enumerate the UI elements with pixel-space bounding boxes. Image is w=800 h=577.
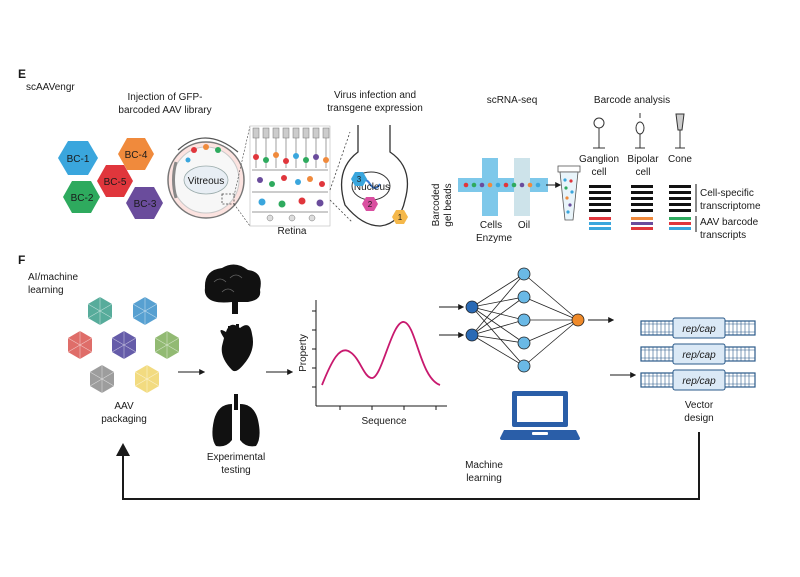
step-2-label: 2 (368, 200, 373, 209)
nn-hidden-node (517, 359, 531, 373)
step-1-hex (392, 210, 408, 224)
nucleus-label: Nucleus (354, 182, 390, 193)
step-1-label: 1 (398, 213, 403, 222)
step-3-hex (351, 172, 367, 186)
panel-e-title: scAAVengr (26, 82, 75, 93)
vector-label: rep/cap (682, 376, 716, 387)
vector-label: rep/cap (682, 324, 716, 335)
virus-label-1: Virus infection and (334, 90, 416, 101)
vector-design-label-1: Vector (685, 400, 714, 411)
barcode-hex-1 (58, 141, 98, 175)
capsid-hexagon (111, 331, 137, 359)
transcriptome-label-2: transcriptome (700, 201, 761, 212)
step-2-hex (362, 197, 378, 211)
feedback-arrowhead (116, 443, 130, 456)
panel-f-title-2: learning (28, 285, 64, 296)
injection-label-2: barcoded AAV library (118, 105, 211, 116)
cell-type-2: Bipolar (627, 154, 659, 165)
aav-label-2: packaging (101, 414, 147, 425)
tube-icon (557, 165, 581, 221)
barcode-label: BC-5 (104, 177, 127, 188)
bipolar-cell-icon (635, 113, 645, 149)
nn-input-node (465, 328, 479, 342)
enzyme-label: Enzyme (476, 233, 513, 244)
laptop-icon (500, 391, 580, 440)
panel-f-title-1: AI/machine (28, 272, 78, 283)
oil-label: Oil (518, 220, 530, 231)
property-plot (312, 300, 447, 410)
barcode-hex-3 (126, 187, 163, 219)
cells-label: Cells (480, 220, 502, 231)
retina-label: Retina (278, 226, 307, 237)
barcode-hex-5 (97, 165, 133, 197)
feedback-loop-line (122, 432, 700, 500)
barcode-hex-4 (118, 138, 154, 170)
plot-ylabel: Property (298, 334, 309, 372)
plasmid (640, 317, 756, 339)
barcode-label: BC-3 (134, 199, 157, 210)
cone-icon (675, 113, 685, 149)
vector-label: rep/cap (682, 350, 716, 361)
barcode-label: BC-2 (71, 193, 94, 204)
aav-capsids (67, 297, 180, 393)
virus-label-2: transgene expression (327, 103, 423, 114)
testing-label-1: Experimental (207, 452, 265, 463)
property-curve (321, 321, 441, 386)
ganglion-cell-icon (593, 117, 605, 149)
vector-design-label-2: design (684, 413, 713, 424)
cell-type-2b: cell (635, 167, 650, 178)
barcode-hexagons: BC-1 BC-4 BC-5 BC-2 BC-3 (58, 138, 163, 219)
capsid-hexagon (89, 365, 115, 393)
plasmid (640, 343, 756, 365)
aav-barcode-label-1: AAV barcode (700, 217, 759, 228)
beads-label-2: gel beads (443, 183, 454, 226)
nn-hidden-node (517, 267, 531, 281)
ml-label-2: learning (466, 473, 502, 484)
capsid-hexagon (134, 365, 160, 393)
barcode-hex-2 (63, 181, 100, 213)
testing-label-2: testing (221, 465, 250, 476)
vitreous-label: Vitreous (188, 176, 225, 187)
plasmid (640, 369, 756, 391)
capsid-hexagon (132, 297, 158, 325)
barcode-label: BC-4 (125, 150, 148, 161)
transcript-bars (589, 184, 697, 232)
cell-type-3: Cone (668, 154, 692, 165)
nn-hidden-node (517, 336, 531, 350)
aav-barcode-label-2: transcripts (700, 230, 746, 241)
panel-e-letter: E (18, 67, 26, 81)
neural-network (465, 267, 585, 373)
aav-label-1: AAV (114, 401, 134, 412)
vector-plasmids (640, 317, 756, 391)
injection-label-1: Injection of GFP- (127, 92, 202, 103)
panel-f-letter: F (18, 253, 25, 267)
brain-icon (204, 264, 261, 314)
cell-type-1: Ganglion (579, 154, 619, 165)
heart-icon (220, 324, 253, 372)
beads-label-1: Barcoded (431, 184, 442, 227)
nn-output-node (571, 313, 585, 327)
ml-label-1: Machine (465, 460, 503, 471)
transcriptome-label-1: Cell-specific (700, 188, 754, 199)
barcode-analysis-label: Barcode analysis (594, 95, 670, 106)
nn-input-node (465, 300, 479, 314)
zoom-line (329, 199, 353, 223)
step-3-label: 3 (357, 175, 362, 184)
cell-type-1b: cell (591, 167, 606, 178)
retina-icon (249, 125, 331, 227)
eye-icon: Vitreous (167, 125, 251, 227)
scrna-label: scRNA-seq (487, 95, 538, 106)
plot-xlabel: Sequence (361, 416, 406, 427)
capsid-hexagon (154, 331, 180, 359)
capsid-hexagon (67, 331, 93, 359)
microfluidic-chip (458, 158, 548, 216)
lungs-icon (212, 394, 260, 447)
nn-hidden-node (517, 290, 531, 304)
capsid-hexagon (87, 297, 113, 325)
nn-hidden-node (517, 313, 531, 327)
barcode-label: BC-1 (67, 154, 90, 165)
